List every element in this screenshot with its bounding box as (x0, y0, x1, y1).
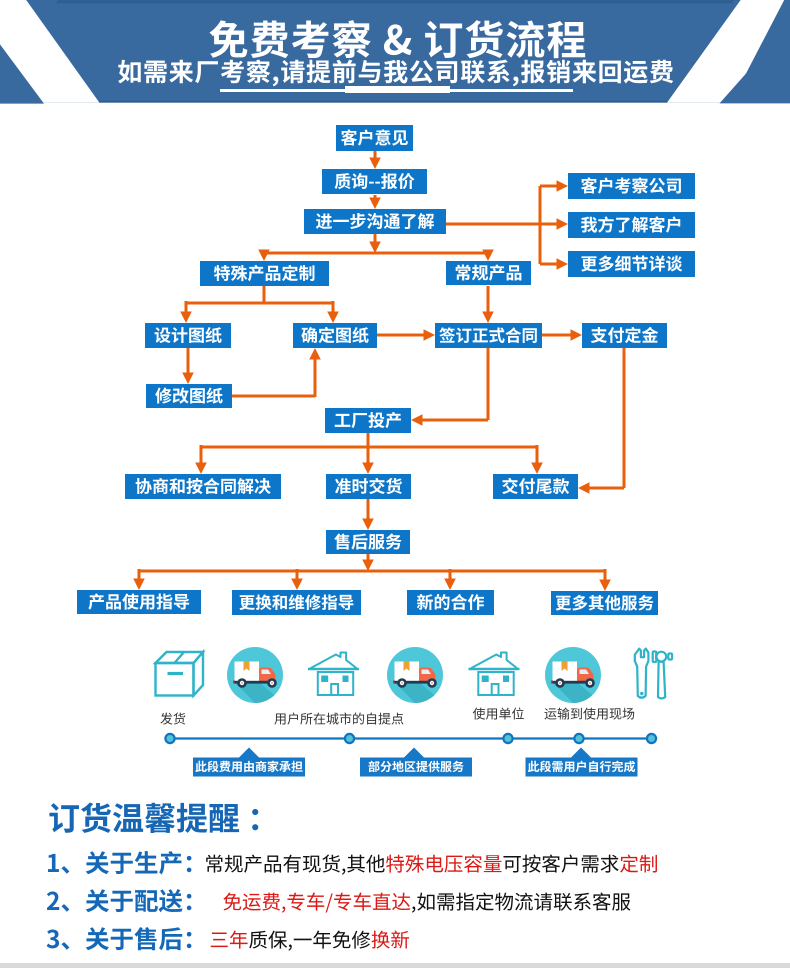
svg-text:签订正式合同: 签订正式合同 (439, 322, 538, 346)
svg-text:部分地区提供服务: 部分地区提供服务 (368, 758, 464, 775)
svg-text:更多细节详谈: 更多细节详谈 (581, 250, 683, 275)
svg-text:我方了解客户: 我方了解客户 (581, 211, 683, 236)
svg-text:此段费用由商家承担: 此段费用由商家承担 (195, 758, 303, 775)
svg-text:质询--报价: 质询--报价 (334, 167, 415, 192)
svg-text:使用单位: 使用单位 (472, 704, 524, 723)
svg-text:更多其他服务: 更多其他服务 (555, 590, 655, 614)
svg-text:此段需用户自行完成: 此段需用户自行完成 (527, 758, 635, 775)
svg-text:客户考察公司: 客户考察公司 (581, 172, 683, 197)
svg-text:售后服务: 售后服务 (334, 528, 402, 553)
svg-text:设计图纸: 设计图纸 (154, 321, 222, 346)
svg-text:客户意见: 客户意见 (341, 124, 409, 149)
svg-text:常规产品: 常规产品 (455, 259, 523, 284)
svg-text:进一步沟通了解: 进一步沟通了解 (316, 207, 435, 232)
svg-text:交付尾款: 交付尾款 (502, 472, 570, 497)
svg-text:更换和维修指导: 更换和维修指导 (239, 589, 355, 613)
svg-text:发货: 发货 (160, 709, 186, 728)
svg-text:协商和按合同解决: 协商和按合同解决 (135, 472, 271, 497)
svg-text:支付定金: 支付定金 (591, 321, 659, 346)
svg-text:工厂投产: 工厂投产 (334, 406, 402, 431)
svg-text:如需来厂考察,请提前与我公司联系,报销来回运费: 如需来厂考察,请提前与我公司联系,报销来回运费 (117, 53, 674, 89)
svg-text:新的合作: 新的合作 (417, 588, 485, 613)
svg-text:准时交货: 准时交货 (335, 472, 403, 497)
svg-text:特殊产品定制: 特殊产品定制 (214, 259, 316, 284)
svg-text:产品使用指导: 产品使用指导 (88, 588, 190, 613)
svg-text:确定图纸: 确定图纸 (301, 321, 369, 346)
svg-text:运输到使用现场: 运输到使用现场 (544, 704, 635, 723)
svg-text:免费考察 & 订货流程: 免费考察 & 订货流程 (209, 9, 588, 67)
svg-text:修改图纸: 修改图纸 (155, 382, 223, 407)
svg-text:用户所在城市的自提点: 用户所在城市的自提点 (274, 709, 404, 728)
